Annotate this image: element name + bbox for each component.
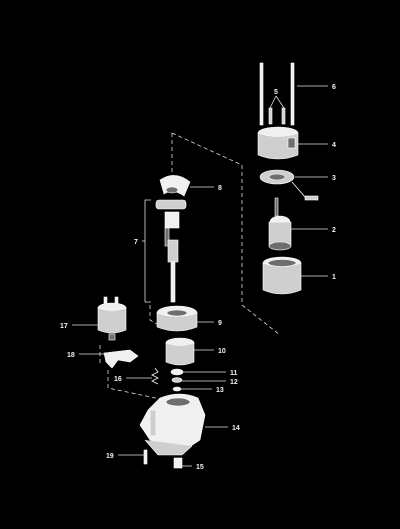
callout-8: 8 [218,185,222,192]
callout-5: 5 [274,89,278,96]
callout-4: 4 [332,142,336,149]
callout-2: 2 [332,227,336,234]
drive-housing [139,393,206,456]
callout-15: 15 [196,464,204,471]
solenoid [97,296,127,341]
callout-10: 10 [218,348,226,355]
bushing [173,457,183,469]
callout-17: 17 [60,323,68,330]
spring [151,367,159,385]
gear-ring [156,305,198,332]
leader-lines [72,85,328,467]
pin [143,449,148,465]
callout-19: 19 [106,453,114,460]
callout-11: 11 [230,370,238,377]
pinion-clutch [165,337,195,366]
solenoid-bracket [103,349,139,369]
end-cap [257,126,299,160]
callout-9: 9 [218,320,222,327]
callout-6: 6 [332,84,336,91]
shift-lever [159,175,191,197]
callout-3: 3 [332,175,336,182]
retainer-rings [170,368,184,392]
brush-plate [259,169,319,201]
callout-13: 13 [216,387,224,394]
callout-16: 16 [114,376,122,383]
through-bolts [259,62,295,126]
callout-labels: 6 5 4 3 2 1 8 7 9 10 11 12 13 14 15 16 1… [60,84,336,471]
drive-shaft-assembly [155,199,187,303]
field-housing [262,256,302,295]
screws [268,107,286,125]
callout-12: 12 [230,379,238,386]
callout-18: 18 [67,352,75,359]
callout-14: 14 [232,425,240,432]
callout-7: 7 [134,239,138,246]
armature [268,197,292,251]
callout-1: 1 [332,274,336,281]
